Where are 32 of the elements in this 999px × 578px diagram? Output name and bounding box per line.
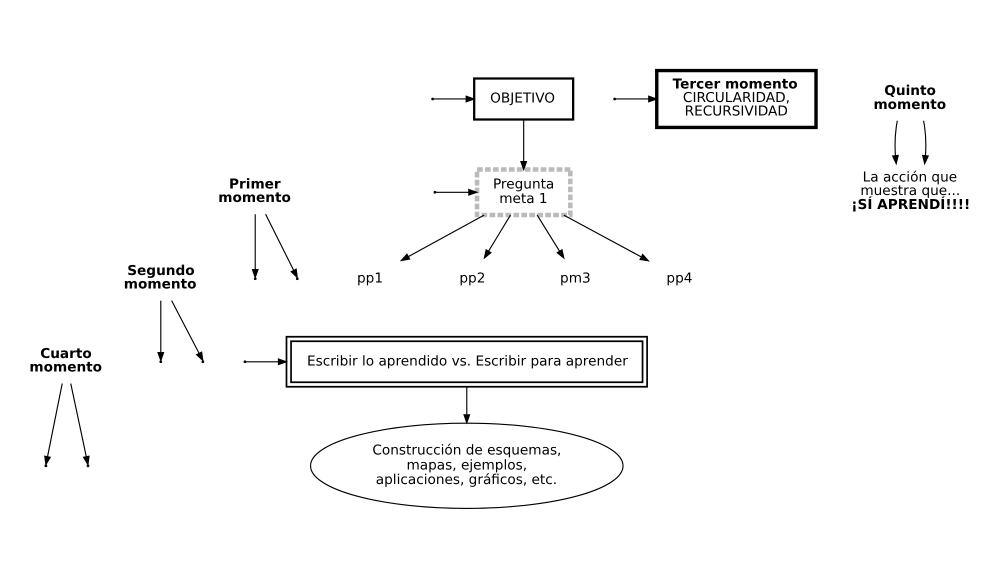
node-ellipse: Construcción de esquemas, mapas, ejemplos, aplicaciones, gráficos, etc. — [310, 422, 624, 508]
arrow — [246, 358, 288, 365]
node-box: OBJETIVO — [473, 76, 574, 120]
arrow — [434, 94, 476, 102]
arrow — [252, 214, 259, 279]
arrow — [484, 214, 511, 259]
node-text: pm3 — [560, 270, 591, 286]
node-text: Segundo momento — [124, 262, 196, 292]
arrow — [922, 120, 930, 165]
arrow — [520, 119, 528, 171]
node-text: Primer momento — [218, 176, 291, 206]
node-text: pp2 — [459, 270, 486, 286]
arrow — [536, 214, 565, 259]
node-text: Quinto momento — [873, 82, 946, 112]
arrow — [265, 213, 298, 279]
arrow — [616, 94, 658, 102]
arrow — [70, 382, 90, 466]
arrow — [892, 120, 899, 165]
arrow — [436, 188, 478, 196]
node-box: Escribir lo aprendido vs. Escribir para aprender — [286, 335, 648, 388]
arrow — [171, 300, 204, 362]
node-text: La acción que muestra que... ¡SÍ APRENDÍ!!!! — [851, 169, 970, 212]
arrow — [463, 386, 470, 424]
node-text: Cuarto momento — [29, 345, 102, 376]
node-text: pp1 — [357, 270, 384, 286]
arrow — [400, 214, 484, 261]
arrow — [157, 300, 164, 362]
node-text: pp4 — [666, 270, 692, 286]
node-box: Tercer momento CIRCULARIDAD, RECURSIVIDAD — [655, 68, 818, 129]
node-box: Pregunta meta 1 — [474, 166, 573, 217]
arrow — [564, 214, 650, 262]
arrow — [44, 382, 63, 466]
